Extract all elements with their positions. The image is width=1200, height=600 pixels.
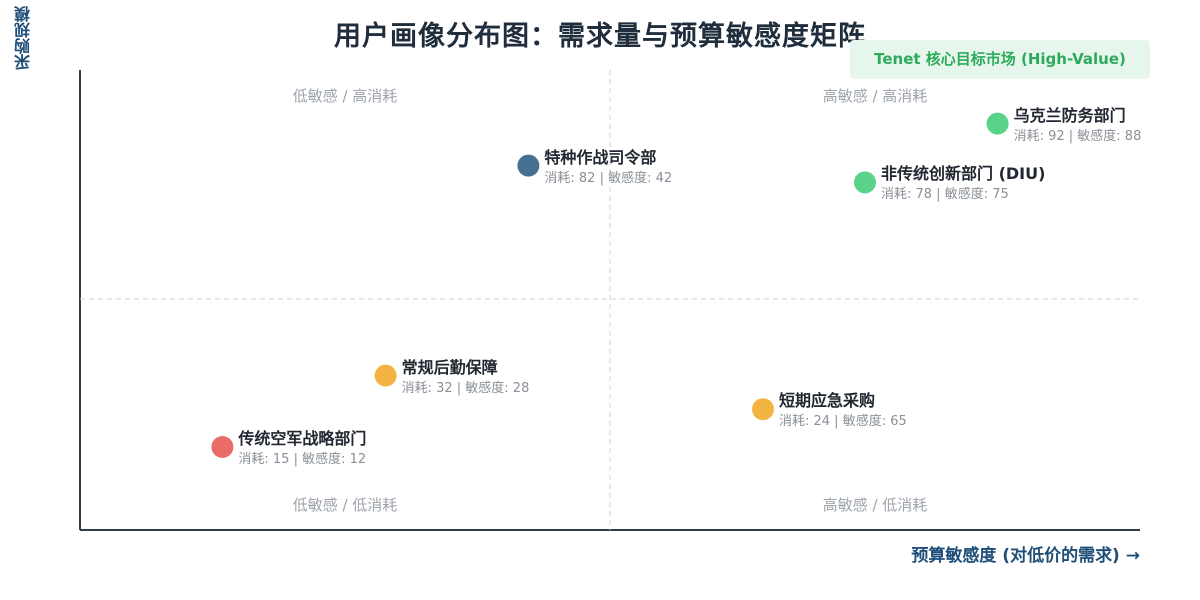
- point-name-3: 常规后勤保障: [401, 357, 498, 377]
- point-info-4: 消耗: 24 | 敏感度: 65: [779, 414, 907, 430]
- target-market-badge: Tenet 核心目标市场 (High-Value): [850, 40, 1150, 79]
- point-name-5: 传统空军战略部门: [238, 429, 367, 448]
- chart-title: 用户画像分布图：需求量与预算敏感度矩阵: [334, 21, 866, 52]
- data-point-4: [752, 398, 774, 421]
- point-name-0: 乌克兰防务部门: [1013, 105, 1126, 125]
- data-point-0: [986, 112, 1009, 135]
- quadrant-label-bottom-right: 高敏感 / 低消耗: [822, 496, 928, 514]
- point-name-4: 短期应急采购: [779, 391, 876, 411]
- x-axis-label: 预算敏感度 (对低价的需求) →: [911, 546, 1140, 566]
- point-name-2: 特种作战司令部: [544, 147, 657, 167]
- point-info-3: 消耗: 32 | 敏感度: 28: [401, 380, 530, 396]
- point-info-5: 消耗: 15 | 敏感度: 12: [238, 452, 367, 467]
- quadrant-label-bottom-left: 低敏感 / 低消耗: [292, 496, 398, 514]
- quadrant-label-top-right: 高敏感 / 高消耗: [822, 87, 928, 105]
- point-info-2: 消耗: 82 | 敏感度: 42: [544, 170, 673, 186]
- data-point-2: [517, 154, 540, 177]
- data-point-3: [374, 364, 397, 387]
- data-point-5: [211, 436, 234, 458]
- point-name-1: 非传统创新部门 (DIU): [881, 164, 1046, 184]
- data-point-1: [854, 171, 876, 194]
- point-info-0: 消耗: 92 | 敏感度: 88: [1013, 128, 1142, 144]
- point-info-1: 消耗: 78 | 敏感度: 75: [881, 187, 1009, 203]
- quadrant-label-top-left: 低敏感 / 高消耗: [292, 87, 398, 105]
